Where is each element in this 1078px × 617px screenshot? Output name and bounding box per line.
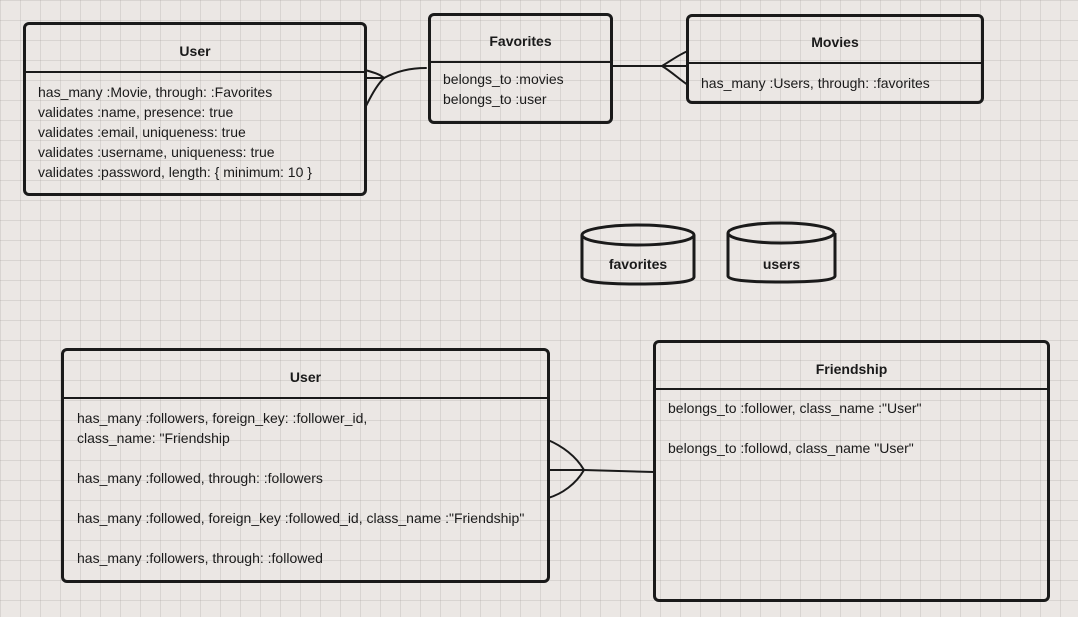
entity-line: has_many :followed, through: :followers bbox=[77, 470, 323, 486]
entity-line: has_many :followed, foreign_key :followe… bbox=[77, 510, 525, 526]
table-label: favorites bbox=[608, 256, 668, 272]
entity-title: Favorites bbox=[431, 16, 610, 63]
favorites-table-cylinder[interactable]: favorites bbox=[579, 221, 697, 287]
entity-title: Movies bbox=[689, 17, 981, 64]
entity-line: validates :email, uniqueness: true bbox=[38, 124, 246, 140]
entity-line: has_many :followers, through: :followed bbox=[77, 550, 323, 566]
movies-entity[interactable]: Movies has_many :Users, through: :favori… bbox=[686, 14, 984, 104]
entity-body: belongs_to :movies belongs_to :user bbox=[431, 63, 610, 109]
entity-line: belongs_to :movies bbox=[443, 71, 564, 87]
entity-line: has_many :followers, foreign_key: :follo… bbox=[77, 410, 368, 426]
entity-line: belongs_to :followd, class_name "User" bbox=[668, 440, 914, 456]
entity-line: has_many :Users, through: :favorites bbox=[701, 75, 930, 91]
entity-title: User bbox=[26, 25, 364, 73]
user-entity-bottom[interactable]: User has_many :followers, foreign_key: :… bbox=[61, 348, 550, 583]
entity-body: belongs_to :follower, class_name :"User"… bbox=[656, 390, 1047, 458]
table-label: users bbox=[762, 256, 801, 272]
favorites-movies-connector bbox=[611, 50, 689, 86]
entity-line: belongs_to :user bbox=[443, 91, 547, 107]
favorites-entity[interactable]: Favorites belongs_to :movies belongs_to … bbox=[428, 13, 613, 124]
entity-line: belongs_to :follower, class_name :"User" bbox=[668, 400, 922, 416]
entity-body: has_many :followers, foreign_key: :follo… bbox=[64, 399, 547, 568]
entity-line: validates :password, length: { minimum: … bbox=[38, 164, 312, 180]
user-favorites-connector bbox=[364, 67, 427, 109]
entity-title: User bbox=[64, 351, 547, 399]
entity-line: has_many :Movie, through: :Favorites bbox=[38, 84, 273, 100]
users-table-cylinder[interactable]: users bbox=[725, 219, 838, 285]
entity-line: validates :username, uniqueness: true bbox=[38, 144, 275, 160]
database-icon bbox=[580, 223, 696, 286]
user-friendship-connector bbox=[547, 439, 655, 499]
user-entity-top[interactable]: User has_many :Movie, through: :Favorite… bbox=[23, 22, 367, 196]
entity-body: has_many :Users, through: :favorites bbox=[689, 64, 981, 93]
entity-line: class_name: "Friendship bbox=[77, 430, 230, 446]
database-icon bbox=[726, 221, 837, 284]
friendship-entity[interactable]: Friendship belongs_to :follower, class_n… bbox=[653, 340, 1050, 602]
entity-line: validates :name, presence: true bbox=[38, 104, 234, 120]
entity-title: Friendship bbox=[656, 343, 1047, 390]
entity-body: has_many :Movie, through: :Favorites val… bbox=[26, 73, 364, 182]
